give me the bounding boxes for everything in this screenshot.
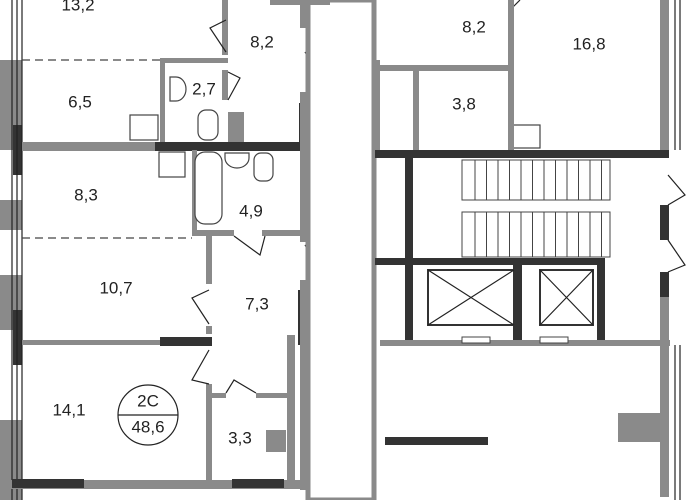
toilet-icon [169,76,187,102]
room-area-label: 8,3 [74,185,98,204]
apartment-type: 2C [137,391,159,410]
room-area-label: 8,2 [462,17,486,36]
room-area-label: 4,9 [239,201,263,220]
elevator-shaft [427,269,594,326]
bathtub-icon [194,151,223,225]
left-exterior-wall [0,0,23,500]
toilet-icon [253,152,274,182]
right-walls [372,0,681,500]
room-area-label: 3,3 [228,428,252,447]
room-area-label: 2,7 [192,79,216,98]
room-area-label: 14,1 [52,400,85,419]
sink-icon [129,114,159,141]
apartment-badge: 2C 48,6 [117,384,179,446]
apartment-total-area: 48,6 [131,417,164,436]
room-area-label: 8,2 [250,32,274,51]
toilet-icon [197,109,219,141]
room-area-label: 10,7 [99,278,132,297]
doors [191,0,686,500]
room-area-label: 7,3 [245,294,269,313]
staircase [461,159,611,258]
room-area-label: 3,8 [452,94,476,113]
plumbing-fixtures [129,76,541,225]
common-corridor [270,0,377,500]
sink-icon [158,151,186,178]
sink-icon [511,124,541,149]
room-area-label: 16,8 [572,34,605,53]
room-area-label: 13,2 [61,0,94,14]
sink-icon [224,152,250,169]
room-area-label: 6,5 [68,92,92,111]
